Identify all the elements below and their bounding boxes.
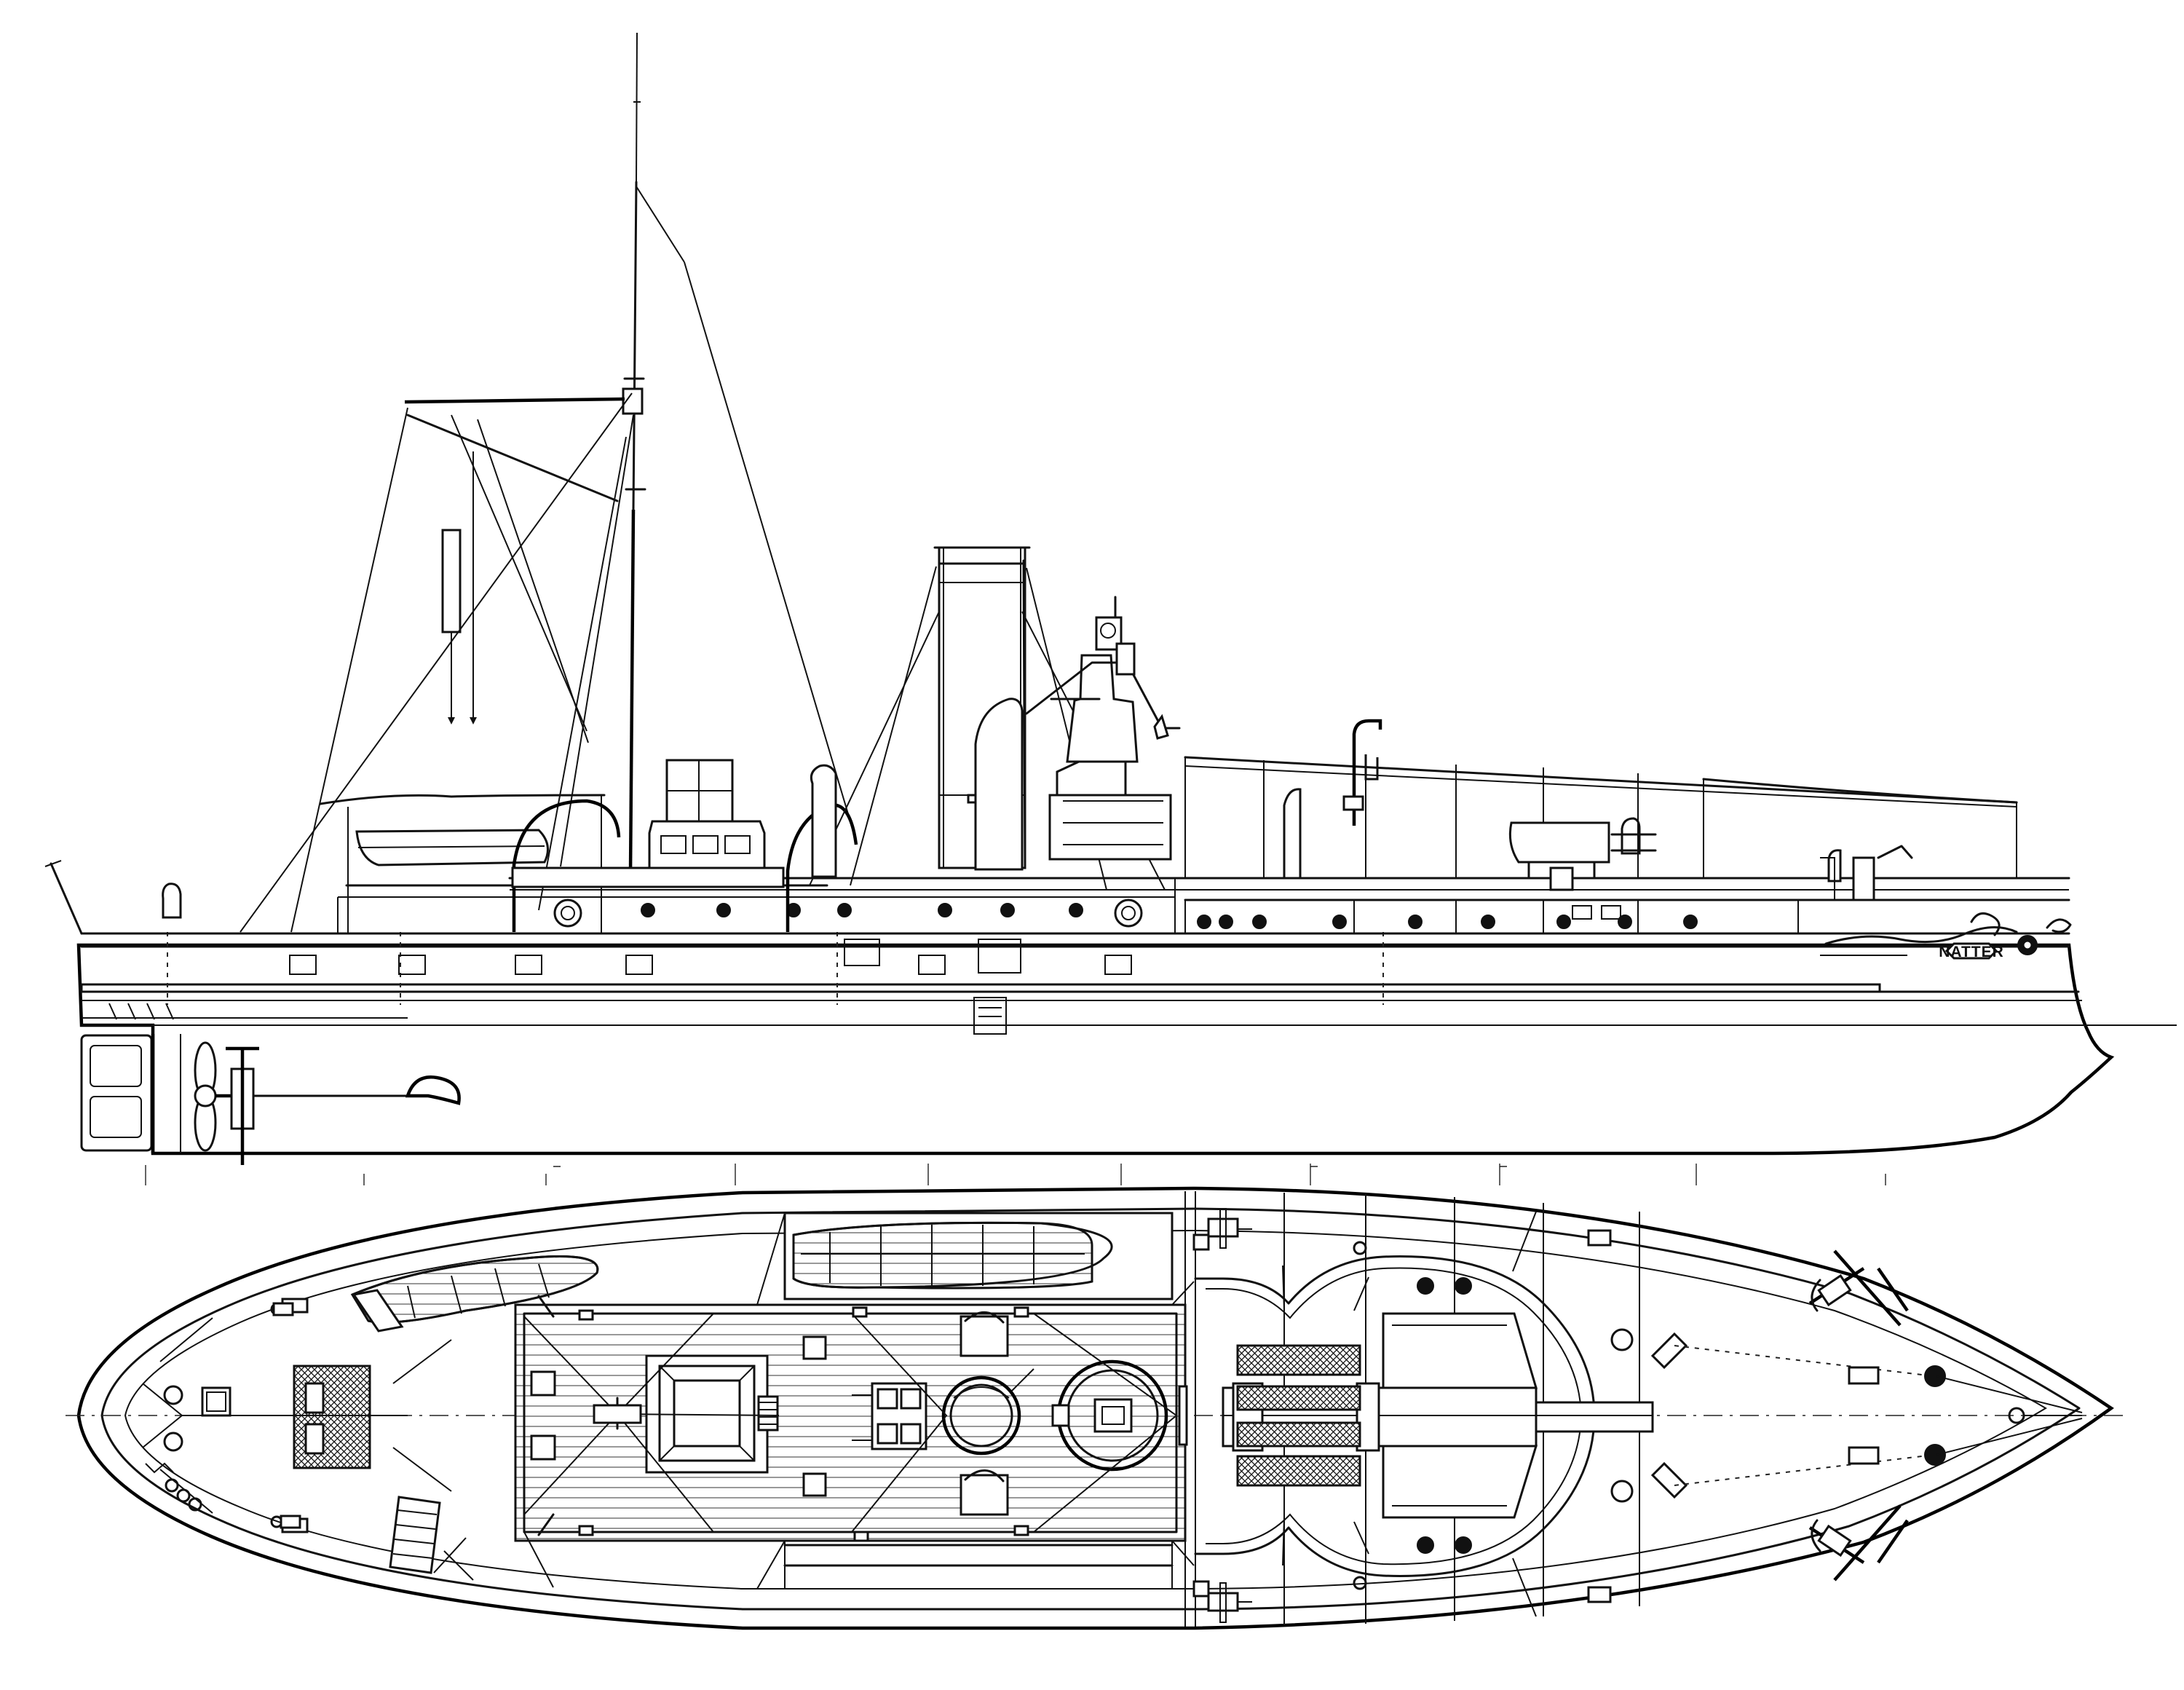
portholes bbox=[641, 903, 1698, 929]
fore-awning-frame bbox=[1184, 756, 2018, 878]
rail-fittings bbox=[289, 939, 1132, 975]
deck-edge bbox=[100, 1207, 2081, 1611]
propeller bbox=[194, 1041, 240, 1152]
hull-name-label: NATTER bbox=[1939, 944, 2004, 960]
plan-ticks bbox=[145, 1164, 1697, 1174]
fore-crane bbox=[1342, 719, 1382, 826]
signal-cylinder bbox=[441, 451, 477, 724]
aft-boat-plan bbox=[350, 1255, 599, 1332]
main-deckhouse-plan bbox=[514, 1303, 1188, 1542]
hull-details bbox=[108, 932, 1384, 1035]
funnel-plan bbox=[941, 1375, 1021, 1456]
rubbing-strake bbox=[80, 983, 1881, 993]
lifebuoys bbox=[553, 899, 1143, 928]
bow-ornament bbox=[1820, 912, 2072, 956]
hull-plan-outline bbox=[76, 1186, 2114, 1630]
aft-grating bbox=[293, 1365, 371, 1469]
profile-view: NATTER bbox=[44, 32, 2177, 1185]
aft-awning bbox=[319, 794, 606, 933]
deck-plan-view bbox=[66, 1164, 2126, 1630]
flag-staff bbox=[50, 862, 83, 935]
side-rails bbox=[523, 1212, 1369, 1598]
bow-fittings-profile bbox=[1572, 845, 1913, 920]
deck-edge-fittings bbox=[272, 1228, 1252, 1603]
bridge bbox=[1025, 596, 1181, 861]
boom bbox=[404, 397, 625, 404]
anchor-gear bbox=[1650, 1249, 2083, 1582]
ships-boat-profile bbox=[345, 829, 828, 898]
stern-anchor bbox=[226, 1046, 461, 1165]
deck-house bbox=[511, 759, 785, 888]
station-marks bbox=[145, 1174, 1886, 1185]
ventilators-profile bbox=[162, 698, 1842, 919]
fore-bitts bbox=[1207, 1208, 1634, 1623]
mast bbox=[240, 32, 851, 933]
hull-outline bbox=[76, 943, 2115, 1156]
hull-profile: NATTER bbox=[76, 912, 2177, 1165]
ships-boat-plan bbox=[783, 1212, 1174, 1306]
name-plate: NATTER bbox=[1939, 942, 2004, 960]
deck-gun-plan bbox=[1222, 1312, 1654, 1519]
deck-gun bbox=[1508, 821, 1657, 891]
